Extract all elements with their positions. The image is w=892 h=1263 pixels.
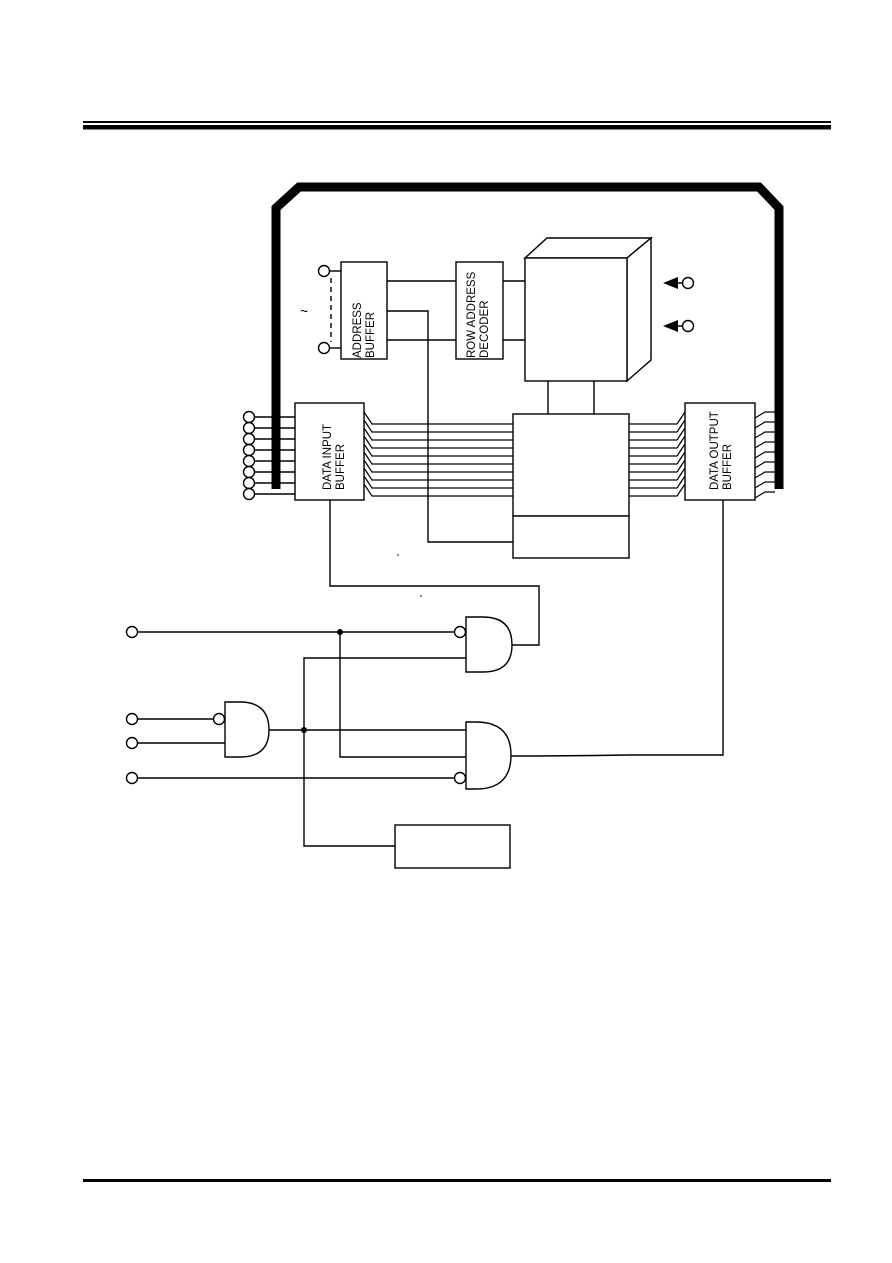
data-output-line (754, 431, 775, 439)
data-input-buffer (294, 402, 365, 501)
data-bus-line-out (629, 435, 686, 449)
data-bus-line-in (363, 475, 513, 489)
data-output-line (754, 441, 775, 449)
row-address-decoder-label-line1: ROW ADDRESS (466, 271, 478, 358)
data-bus-line-out (629, 451, 686, 465)
data-bus-line-in (363, 443, 513, 457)
stray-dot (420, 595, 422, 597)
and-gate-lower (453, 721, 512, 790)
data-input-buffer-label: DATA INPUT BUFFER (322, 421, 347, 490)
address-range-mark: ~ (300, 303, 308, 319)
data-bus-line-in (363, 427, 513, 441)
data-bus-line-out (629, 459, 686, 473)
address-buffer-label-line1: ADDRESS (352, 302, 364, 358)
control-block (394, 824, 511, 869)
data-output-buffer-label-line2: BUFFER (722, 444, 734, 490)
data-bus-line-in (363, 467, 513, 481)
data-output-line (754, 471, 775, 479)
data-input-pins (242, 410, 295, 501)
data-bus-line-in (363, 483, 513, 497)
column-decoder-block (512, 515, 630, 559)
decoder-lines (503, 280, 525, 341)
data-input-pin (242, 487, 256, 501)
data-bus-line-in (363, 419, 513, 433)
data-input-pin (242, 443, 256, 457)
data-bus-line-out (629, 475, 686, 489)
chip-outline (271, 182, 784, 489)
data-input-buffer-label-line2: BUFFER (335, 444, 347, 490)
junction-dots (301, 629, 343, 733)
data-bus-line-in (363, 435, 513, 449)
data-input-pin (242, 476, 256, 490)
data-output-line (754, 451, 775, 459)
data-bus-line-in (363, 459, 513, 473)
data-bus-line-out (629, 483, 686, 497)
and-gate-upper (453, 616, 513, 673)
data-output-line (754, 421, 775, 429)
data-input-pin (242, 432, 256, 446)
control-pins (125, 625, 139, 785)
row-address-decoder (455, 261, 504, 360)
footer-rule (83, 1179, 831, 1182)
data-output-buffer-label-line1: DATA OUTPUT (709, 411, 721, 490)
stray-dot (397, 554, 399, 556)
data-output-buffer (684, 402, 756, 501)
data-bus-line-out (629, 411, 686, 425)
array-bitlines (547, 381, 595, 414)
data-input-buffer-label-line1: DATA INPUT (322, 424, 334, 490)
address-buffer (340, 261, 388, 360)
data-input-pin (242, 421, 256, 435)
address-bus (387, 280, 513, 543)
address-buffer-label-line2: BUFFER (365, 312, 377, 358)
header-rule (83, 121, 831, 130)
and-gate-small (212, 701, 270, 758)
data-output-line (754, 491, 775, 499)
data-input-pin (242, 410, 256, 424)
data-output-line (754, 461, 775, 469)
io-gate-block (512, 413, 630, 517)
data-input-pin (242, 465, 256, 479)
address-buffer-label: ADDRESS BUFFER (352, 299, 377, 358)
data-output-buffer-label: DATA OUTPUT BUFFER (709, 408, 734, 490)
data-output-line (754, 411, 775, 419)
data-bus-line-out (629, 427, 686, 441)
control-wiring (138, 500, 724, 847)
address-pins (317, 264, 341, 355)
memory-array (523, 236, 653, 383)
data-bus (363, 411, 775, 499)
row-address-decoder-label: ROW ADDRESS DECODER (466, 269, 491, 358)
data-bus-line-out (629, 419, 686, 433)
data-bus-line-out (629, 443, 686, 457)
row-address-decoder-label-line2: DECODER (479, 300, 491, 358)
data-bus-line-out (629, 467, 686, 481)
data-bus-line-in (363, 451, 513, 465)
data-output-line (754, 481, 775, 489)
data-bus-line-in (363, 411, 513, 425)
data-input-pin (242, 454, 256, 468)
power-pins (663, 276, 695, 333)
